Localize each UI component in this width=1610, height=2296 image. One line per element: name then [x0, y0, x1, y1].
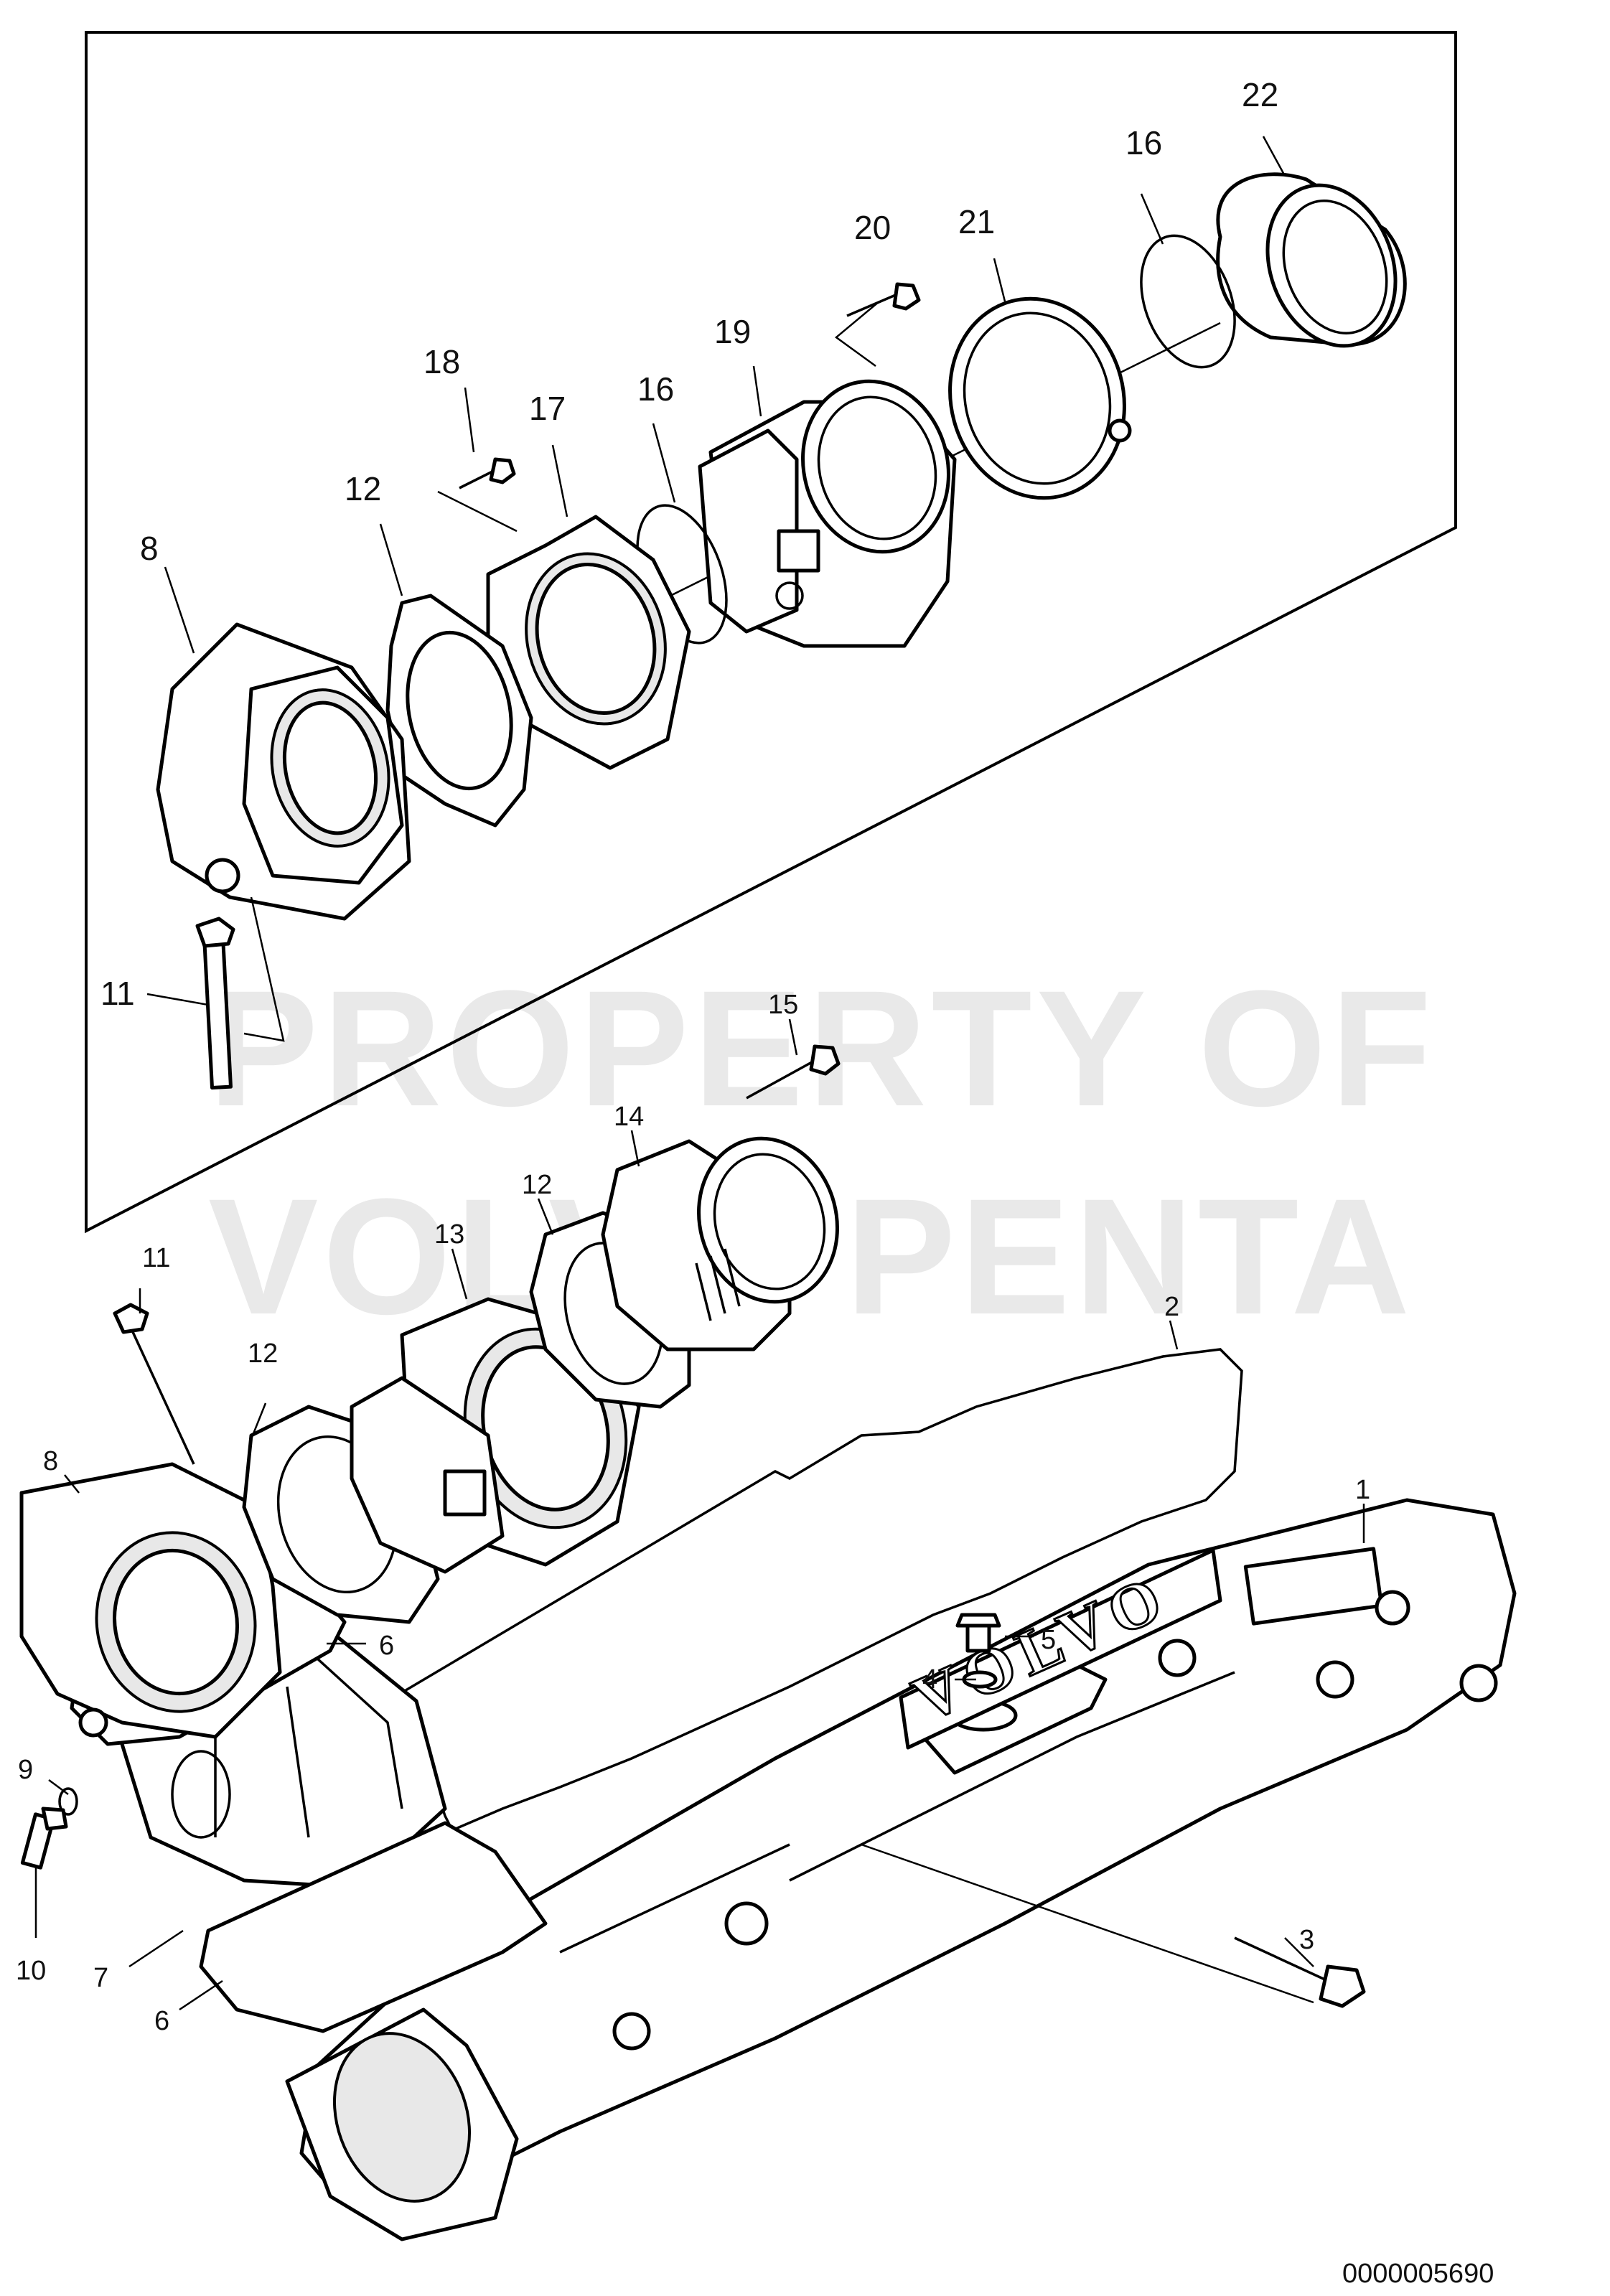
part-9-o-ring — [58, 1787, 78, 1816]
callout-12: 12 — [522, 1170, 552, 1200]
callout-4: 4 — [922, 1664, 937, 1695]
part-21-clamp-ring — [948, 296, 1132, 500]
callout-11: 11 — [100, 975, 135, 1012]
callout-11: 11 — [142, 1243, 170, 1273]
part-11-long-bolt-upper — [195, 917, 235, 1090]
part-10-sensor — [20, 1807, 68, 1870]
callout-5: 5 — [1041, 1625, 1056, 1655]
callout-8: 8 — [43, 1446, 58, 1476]
callout-1: 1 — [1355, 1475, 1370, 1505]
part-11-long-bolt-lower — [113, 1303, 195, 1465]
lower-assembly: VOLVO — [19, 1018, 1517, 2241]
upper-detail-assembly — [146, 136, 1407, 1090]
part-8-housing-upper — [156, 622, 411, 921]
callout-6: 6 — [154, 2006, 169, 2036]
reference-number: 0000005690 — [1342, 2259, 1494, 2289]
watermark: PROPERTY OF VOLVO PENTA — [208, 956, 1431, 1349]
part-5-plug — [955, 1613, 1001, 1653]
callout-16: 16 — [637, 370, 674, 408]
detail-frame — [85, 31, 1457, 1234]
callout-17: 17 — [529, 390, 566, 427]
part-3-bolt — [1234, 1936, 1366, 2008]
part-1-intake-manifold: VOLVO — [285, 1498, 1517, 2241]
callout-3: 3 — [1299, 1925, 1314, 1955]
callout-18: 18 — [423, 343, 460, 380]
callout-12: 12 — [248, 1339, 278, 1369]
callout-13: 13 — [434, 1219, 464, 1250]
callout-14: 14 — [614, 1102, 644, 1132]
callout-6: 6 — [379, 1631, 394, 1661]
callout-19: 19 — [714, 313, 751, 350]
part-15-bolt — [746, 1044, 841, 1100]
callout-10: 10 — [16, 1956, 46, 1986]
callout-7: 7 — [93, 1963, 108, 1993]
part-20-bolt — [846, 282, 921, 317]
part-2-manifold-gasket — [387, 1348, 1243, 1832]
part-16-o-ring-right — [1140, 234, 1236, 369]
part-12-gasket-upper — [385, 594, 533, 828]
part-8-housing-lower — [19, 1462, 282, 1739]
part-14-elbow-fitting — [601, 1136, 839, 1351]
part-22-pipe-adapter — [1216, 172, 1407, 348]
callout-8: 8 — [140, 530, 159, 567]
callout-15: 15 — [768, 990, 798, 1020]
part-6-gasket-lower — [199, 1821, 548, 2033]
callout-9: 9 — [18, 1755, 33, 1785]
part-18-bolt — [459, 457, 516, 489]
callout-labels: 22 16 20 21 19 18 17 16 12 8 11 15 14 12… — [16, 76, 1370, 2036]
callout-16: 16 — [1125, 124, 1162, 161]
callout-12: 12 — [345, 470, 381, 507]
callout-20: 20 — [854, 209, 891, 246]
callout-2: 2 — [1164, 1292, 1179, 1322]
part-19-throttle-actuator — [698, 379, 957, 648]
callout-21: 21 — [958, 203, 995, 240]
callout-22: 22 — [1242, 76, 1278, 113]
